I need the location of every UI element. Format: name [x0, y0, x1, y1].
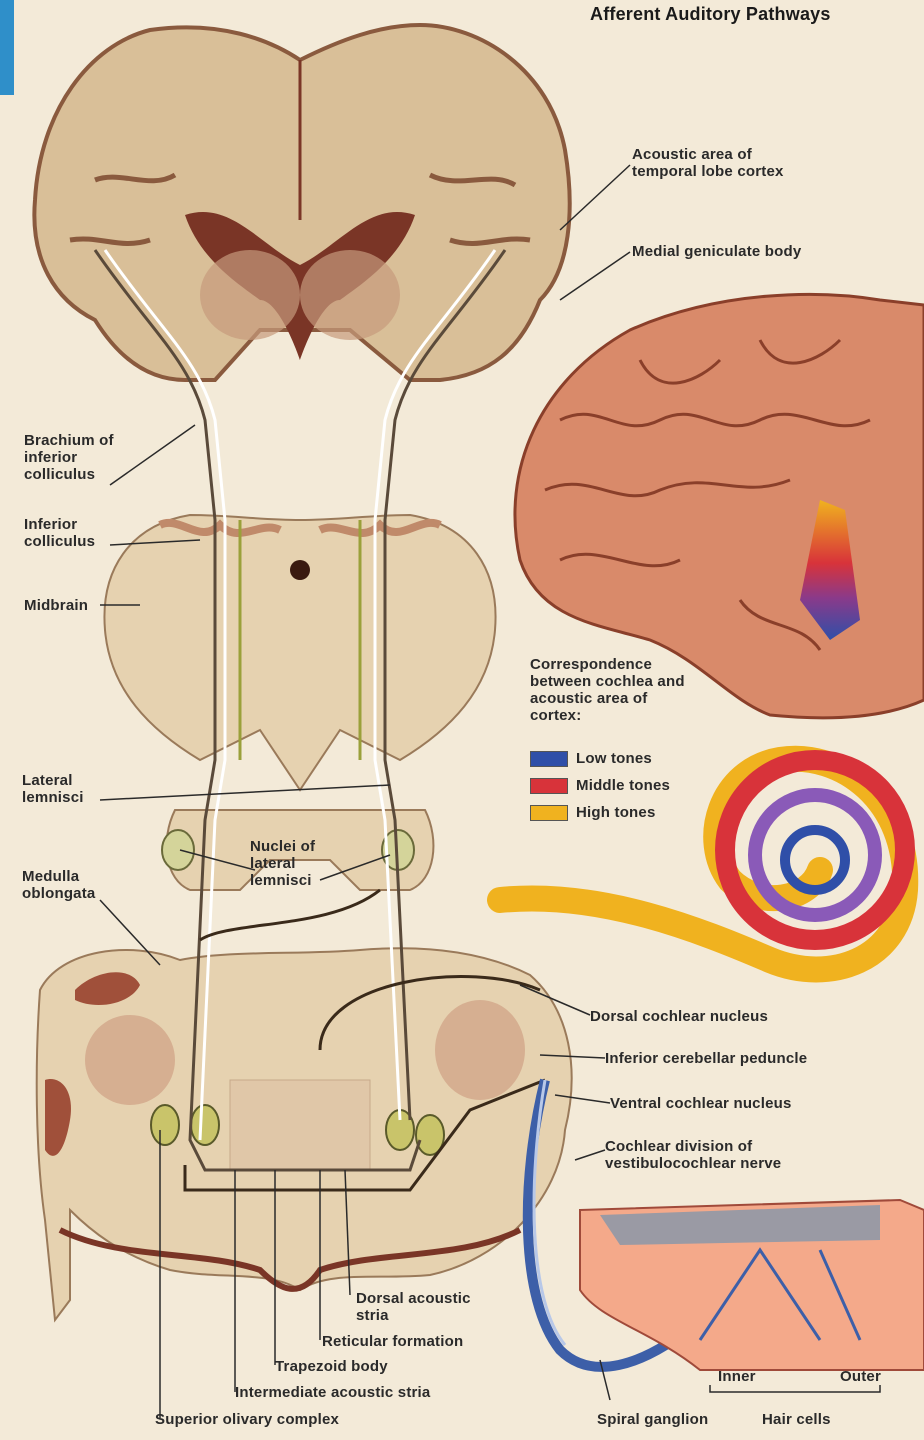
label-lateral-lemnisci: Lateral lemnisci: [22, 772, 102, 806]
organ-of-corti: [580, 1200, 924, 1370]
lateral-brain: [515, 294, 924, 717]
label-ventral-cochlear-nucleus: Ventral cochlear nucleus: [610, 1095, 792, 1112]
label-intermediate-acoustic-stria: Intermediate acoustic stria: [235, 1384, 430, 1401]
label-outer: Outer: [840, 1368, 881, 1385]
midbrain-section: [104, 515, 495, 790]
legend-swatch-low: [530, 751, 568, 767]
label-cochlear-division: Cochlear division of vestibulocochlear n…: [605, 1138, 825, 1172]
medulla-section: [37, 948, 572, 1320]
legend-item-middle: Middle tones: [530, 777, 670, 794]
label-acoustic-area: Acoustic area of temporal lobe cortex: [632, 146, 812, 180]
label-inner: Inner: [718, 1368, 756, 1385]
label-spiral-ganglion: Spiral ganglion: [597, 1411, 708, 1428]
legend-item-high: High tones: [530, 804, 656, 821]
label-trapezoid-body: Trapezoid body: [275, 1358, 388, 1375]
diagram-title: Afferent Auditory Pathways: [590, 6, 831, 23]
legend-swatch-middle: [530, 778, 568, 794]
legend-label-high: High tones: [576, 804, 656, 821]
label-dorsal-cochlear-nucleus: Dorsal cochlear nucleus: [590, 1008, 768, 1025]
label-inferior-colliculus: Inferior colliculus: [24, 516, 119, 550]
legend-heading: Correspondence between cochlea and acous…: [530, 656, 700, 724]
label-superior-olivary-complex: Superior olivary complex: [155, 1411, 339, 1428]
label-nuclei-lateral-lemnisci: Nuclei of lateral lemnisci: [250, 838, 340, 889]
label-dorsal-acoustic-stria: Dorsal acoustic stria: [356, 1290, 486, 1324]
label-inferior-cerebellar-peduncle: Inferior cerebellar peduncle: [605, 1050, 807, 1067]
label-midbrain: Midbrain: [24, 597, 88, 614]
legend-swatch-high: [530, 805, 568, 821]
legend-item-low: Low tones: [530, 750, 652, 767]
label-reticular-formation: Reticular formation: [322, 1333, 463, 1350]
legend-label-middle: Middle tones: [576, 777, 670, 794]
label-medulla-oblongata: Medulla oblongata: [22, 868, 112, 902]
label-hair-cells: Hair cells: [762, 1411, 831, 1428]
coronal-brain-section: [34, 25, 569, 380]
label-brachium: Brachium of inferior colliculus: [24, 432, 124, 483]
legend-label-low: Low tones: [576, 750, 652, 767]
label-medial-geniculate: Medial geniculate body: [632, 243, 801, 260]
